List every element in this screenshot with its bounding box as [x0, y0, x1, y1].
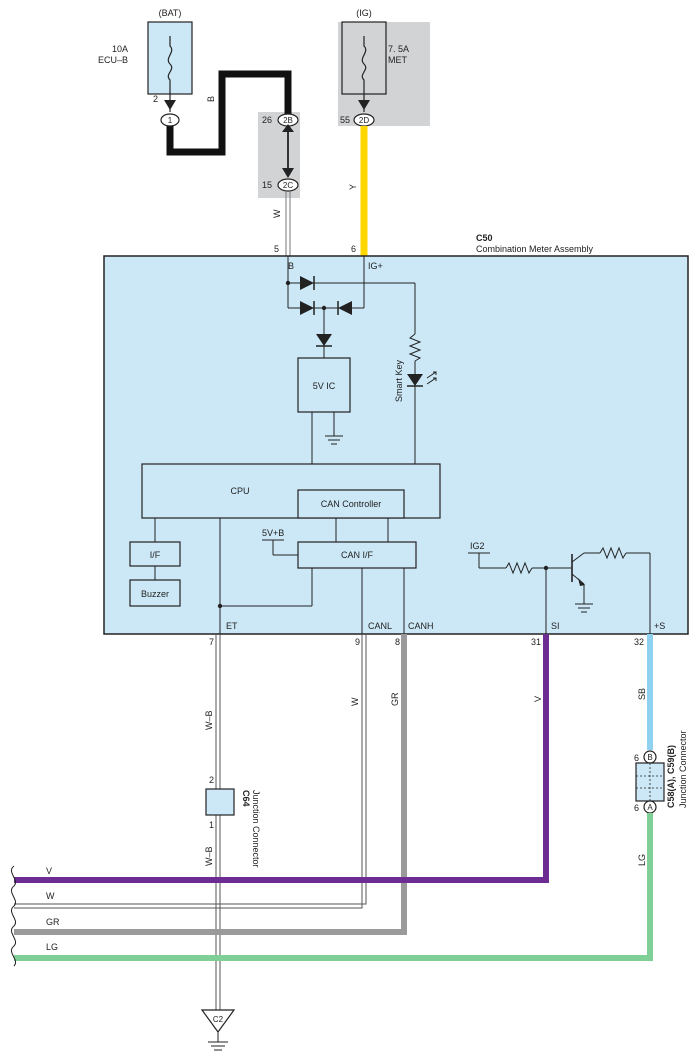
- b-wire-label: B: [206, 96, 216, 102]
- c64-junction-box: [205, 788, 235, 816]
- pin-8: 8: [395, 637, 400, 647]
- ig-fuse-rating: 7. 5A: [388, 44, 409, 54]
- b-wire: [166, 70, 292, 156]
- si-wire: [14, 634, 549, 883]
- led-smartkey-icon: [407, 374, 423, 386]
- bus-lg-label: LG: [46, 942, 58, 952]
- canh-wire-label: GR: [390, 692, 400, 706]
- bus-v-label: V: [46, 866, 52, 876]
- can-if-label: CAN I/F: [341, 550, 374, 560]
- bat-fuse-name: ECU–B: [98, 55, 128, 65]
- v5b-label: 5V+B: [262, 528, 284, 538]
- pin-32: 32: [634, 637, 644, 647]
- bat-fuse-icon: [167, 36, 173, 94]
- conn-2c-arrow-icon: [282, 168, 294, 178]
- pin-7: 7: [209, 637, 214, 647]
- ig-fuse-name: MET: [388, 55, 408, 65]
- can-if-block: [297, 541, 417, 569]
- pin-6: 6: [351, 244, 356, 254]
- connector-2c: [277, 178, 299, 192]
- diode-1-icon: [300, 276, 314, 290]
- pin-canh-label: CANH: [408, 621, 434, 631]
- lg-wire: [14, 813, 653, 961]
- resistor-s-icon: [599, 546, 627, 560]
- conn-2c-pin: 15: [262, 180, 272, 190]
- c58-pin-a-num: 6: [634, 803, 639, 813]
- c64-pin-bottom: 1: [209, 820, 214, 830]
- bat-fuse-pin: 2: [153, 94, 158, 104]
- c64-pin-top: 2: [209, 775, 214, 785]
- connector-1: [160, 113, 180, 127]
- pin-31: 31: [531, 637, 541, 647]
- buzzer-block: [129, 579, 181, 607]
- light-emission-icon: [426, 371, 437, 385]
- c58-code: C58(A), C59(B): [666, 745, 676, 808]
- c58-pin-b-label: B: [647, 753, 652, 762]
- if-block: [129, 541, 181, 567]
- c64-name: Junction Connector: [251, 790, 261, 868]
- et-lower-wire-label: W–B: [204, 846, 214, 866]
- component-name: Combination Meter Assembly: [476, 244, 594, 254]
- ground-c2-label: C2: [213, 1015, 224, 1024]
- ig-fuse-pin: 55: [340, 115, 350, 125]
- connector-2d-label: 2D: [359, 116, 369, 125]
- pin-9: 9: [355, 637, 360, 647]
- buzzer-label: Buzzer: [141, 589, 169, 599]
- connector-2c-label: 2C: [283, 181, 293, 190]
- pin-5: 5: [274, 244, 279, 254]
- ig-fuse-icon: [361, 36, 367, 94]
- ig-arrow-icon: [358, 100, 370, 110]
- pin-s-label: +S: [654, 621, 665, 631]
- break-line-icon: [10, 865, 16, 967]
- si-wire-label: V: [533, 696, 543, 702]
- resistor-smartkey-icon: [408, 333, 422, 362]
- c58-pin-b-num: 6: [634, 753, 639, 763]
- c64-code: C64: [241, 790, 251, 807]
- pin-si-label: SI: [551, 621, 560, 631]
- bat-source-label: (BAT): [159, 8, 182, 18]
- ig2-label: IG2: [470, 541, 485, 551]
- ig-source-label: (IG): [356, 8, 372, 18]
- smart-key-label: Smart Key: [394, 359, 404, 402]
- cpu-label: CPU: [230, 486, 249, 496]
- bus-gr-label: GR: [46, 917, 60, 927]
- c58-pin-a-label: A: [647, 803, 653, 812]
- canl-wire-label: W: [350, 697, 360, 706]
- bus-w-label: W: [46, 891, 55, 901]
- diode-3-icon: [338, 301, 352, 315]
- pin-canl-label: CANL: [368, 621, 392, 631]
- lg-wire-label: LG: [637, 854, 647, 866]
- c58-name: Junction Connector: [678, 730, 688, 808]
- diode-4-icon: [316, 334, 332, 346]
- connector-1-label: 1: [168, 116, 173, 125]
- ic-5v-block: [297, 357, 351, 413]
- y-wire-label: Y: [348, 184, 358, 190]
- conn-2b-pin: 26: [262, 115, 272, 125]
- resistor-si-icon: [505, 561, 533, 575]
- diode-2-icon: [300, 301, 314, 315]
- ic-5v-label: 5V IC: [313, 381, 336, 391]
- connector-2b-label: 2B: [283, 116, 293, 125]
- pin-et-label: ET: [226, 621, 238, 631]
- conn-2b-arrow-icon: [282, 124, 294, 132]
- ground-c2-icon: [200, 1009, 236, 1034]
- bat-fuse-rating: 10A: [112, 44, 128, 54]
- w-top-wire-label: W: [272, 209, 282, 218]
- s-wire-label: SB: [637, 688, 647, 700]
- canh-wire: [14, 634, 407, 935]
- if-label: I/F: [150, 550, 161, 560]
- component-code: C50: [476, 233, 493, 243]
- can-controller-label: CAN Controller: [321, 499, 382, 509]
- pin-b-label: B: [288, 261, 294, 271]
- meter-assembly-box: [103, 255, 689, 635]
- pin-ig-label: IG+: [368, 261, 383, 271]
- can-controller-block: [297, 489, 405, 519]
- et-wire-label: W–B: [204, 710, 214, 730]
